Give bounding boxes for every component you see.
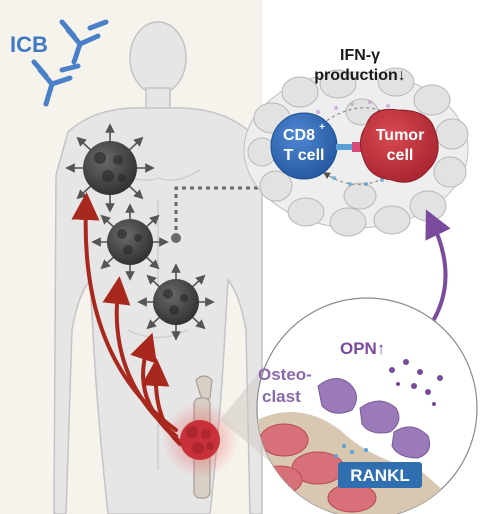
tumor-cell: Tumor cell <box>360 108 439 183</box>
opn-effect-arrow <box>425 209 451 328</box>
rankl-label: RANKL <box>350 466 410 485</box>
tumor-label: Tumor <box>376 127 425 144</box>
bone-niche-magnified: OPN↑ Osteo- clast RANKL <box>256 297 478 514</box>
metastatic-spread-arrows <box>71 192 182 446</box>
ifn-gamma-label: IFN-γ <box>340 47 380 64</box>
ifn-production-label: production↓ <box>314 67 406 84</box>
cd8-superscript: + <box>319 122 325 133</box>
tumor-cell-label: cell <box>387 147 414 164</box>
osteoclast-label-line2: clast <box>262 387 301 406</box>
antibody-icon <box>59 19 109 65</box>
cd8-label: CD8 <box>283 127 315 144</box>
osteoclast-label-line1: Osteo- <box>258 365 312 384</box>
icb-label: ICB <box>10 32 48 57</box>
metastasis-tumor-lower <box>137 263 215 341</box>
opn-label: OPN↑ <box>340 339 385 358</box>
bone-tumor <box>180 420 220 460</box>
metastasis-tumor-upper <box>65 123 155 213</box>
t-cell-label: T cell <box>284 147 325 164</box>
cd8-t-cell: CD8 + T cell <box>270 112 338 180</box>
immune-synapse <box>336 142 362 152</box>
metastasis-tumor-middle <box>91 203 169 281</box>
antibody-icon <box>31 59 81 107</box>
rankl-badge <box>338 462 422 488</box>
